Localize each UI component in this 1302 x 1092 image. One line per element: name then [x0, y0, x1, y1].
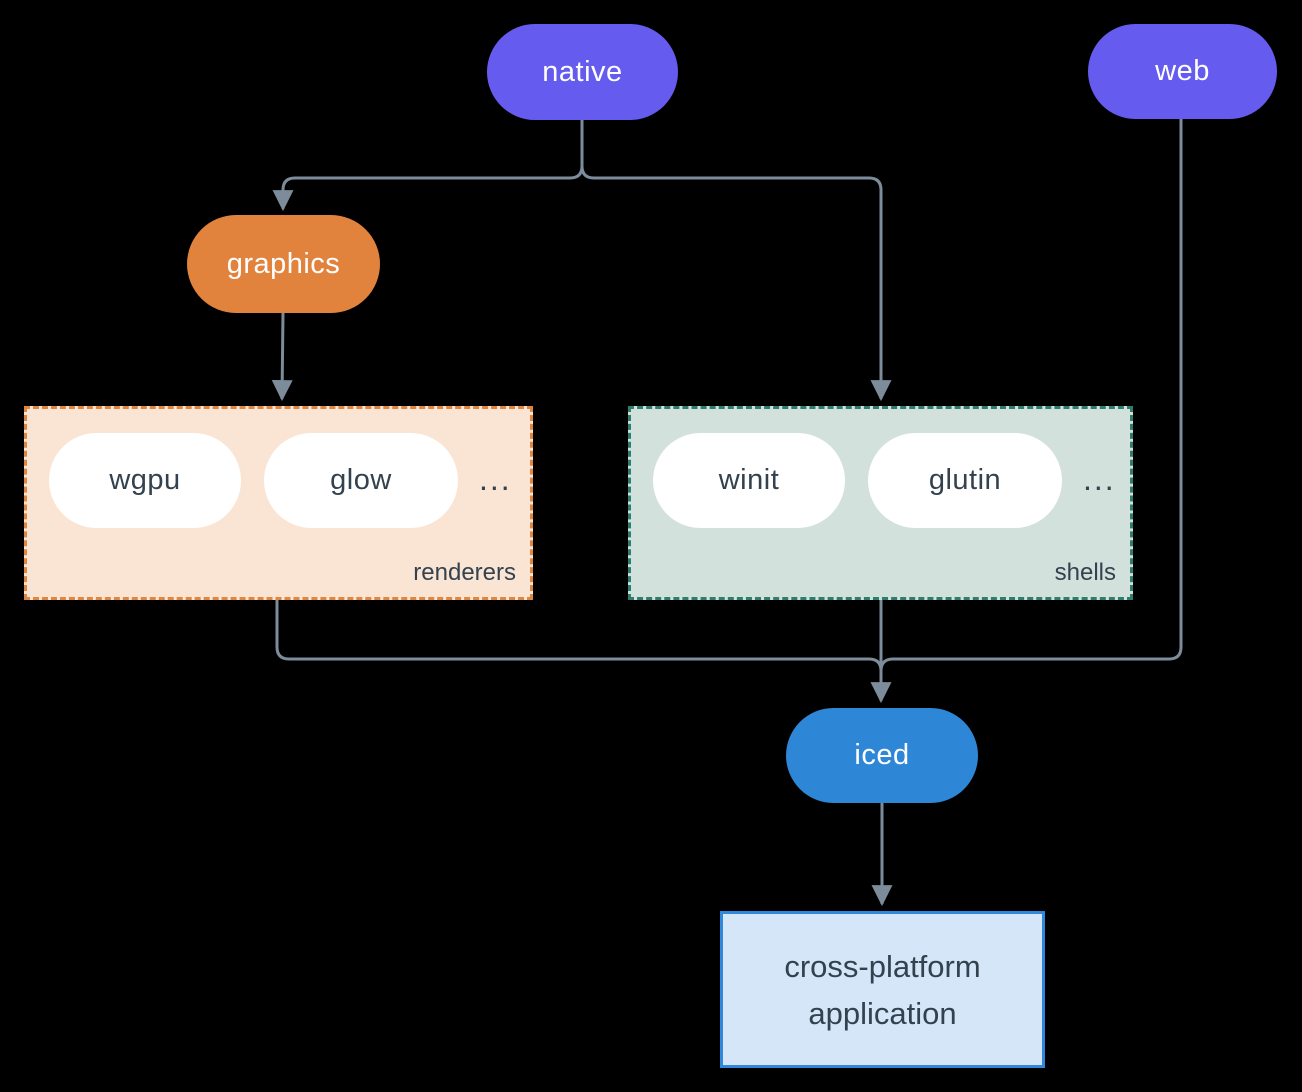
renderers-group-label: renderers [413, 559, 516, 586]
node-web-label: web [1155, 55, 1210, 87]
shells-group-label: shells [1054, 559, 1116, 586]
node-native-label: native [542, 55, 623, 88]
node-graphics: graphics [187, 215, 380, 313]
node-app-label: cross-platform application [784, 948, 981, 1031]
node-winit: winit [653, 433, 845, 528]
shells-ellipsis: ... [1083, 461, 1116, 497]
edge-native-graphics [272, 120, 584, 212]
node-iced-label: iced [854, 739, 910, 771]
edge-graphics-renderers [271, 312, 293, 402]
node-glow: glow [264, 433, 458, 528]
node-iced: iced [786, 708, 978, 803]
node-glow-label: glow [330, 464, 392, 496]
group-renderers: wgpu glow ... renderers [24, 406, 533, 600]
edge-renderers-merge [275, 600, 883, 672]
renderers-ellipsis: ... [479, 461, 512, 497]
node-glutin: glutin [868, 433, 1062, 528]
node-glutin-label: glutin [928, 464, 1002, 496]
edge-native-shells [580, 120, 892, 402]
node-web: web [1088, 24, 1277, 119]
node-winit-label: winit [718, 464, 780, 496]
node-graphics-label: graphics [226, 247, 341, 280]
node-wgpu-label: wgpu [109, 464, 181, 496]
node-cross-platform-application: cross-platform application [720, 911, 1045, 1068]
node-wgpu: wgpu [49, 433, 241, 528]
node-native: native [487, 24, 678, 120]
group-shells: winit glutin ... shells [628, 406, 1133, 600]
